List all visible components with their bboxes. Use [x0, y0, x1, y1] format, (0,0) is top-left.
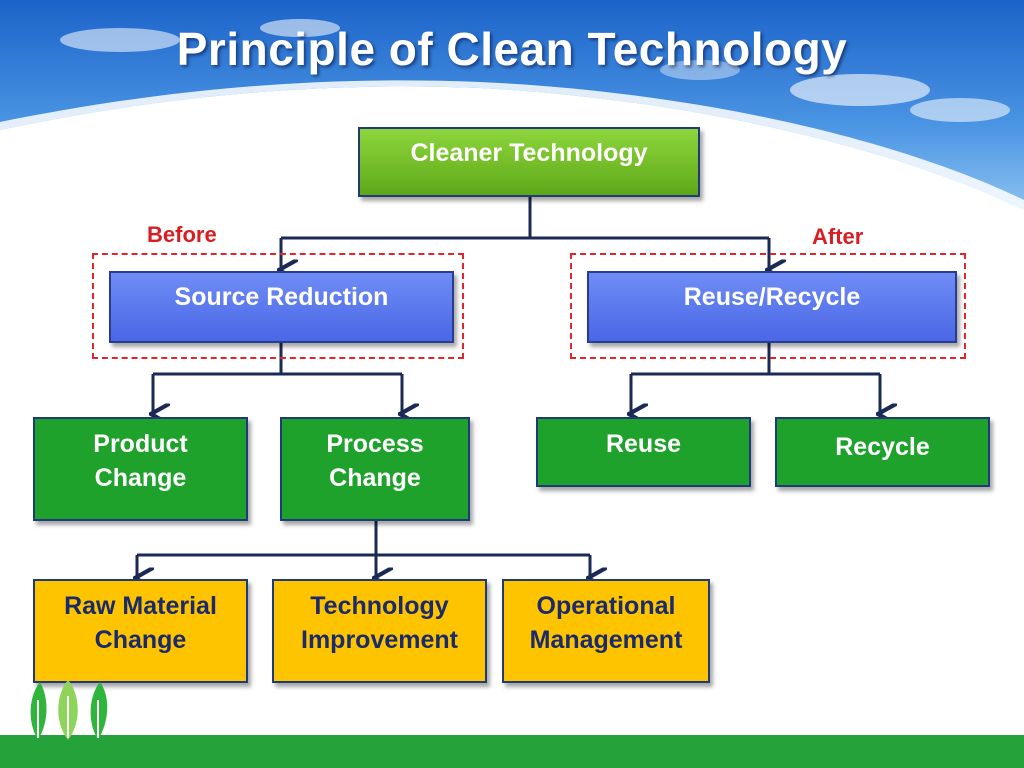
node-source-reduction-label: Source Reduction	[174, 283, 389, 311]
node-operational-management-line-2: Management	[529, 626, 683, 654]
node-process-change-line-1: Process	[326, 430, 424, 458]
node-recycle-label: Recycle	[835, 433, 930, 461]
footer-green-bar	[0, 735, 1024, 768]
node-reuse-recycle: Reuse/Recycle	[587, 271, 957, 343]
sky-header-background	[0, 0, 1024, 210]
node-cleaner-technology: Cleaner Technology	[358, 127, 700, 197]
node-reuse-recycle-label: Reuse/Recycle	[683, 283, 861, 311]
node-operational-management: Operational Management	[502, 579, 710, 683]
node-recycle: Recycle	[775, 417, 990, 487]
node-process-change-line-2: Change	[329, 464, 421, 492]
label-after: After	[812, 224, 864, 249]
node-process-change: Process Change	[280, 417, 470, 521]
node-product-change-line-2: Change	[94, 464, 187, 492]
node-reuse: Reuse	[536, 417, 751, 487]
after-group-outline	[570, 253, 966, 359]
node-technology-improvement-line-2: Improvement	[301, 626, 458, 654]
node-cleaner-technology-label: Cleaner Technology	[410, 139, 648, 167]
node-raw-material-change-line-2: Change	[94, 626, 187, 654]
node-reuse-label: Reuse	[605, 430, 682, 458]
leaf-logo-icon	[30, 680, 108, 740]
label-before: Before	[147, 222, 217, 247]
node-product-change: Product Change	[33, 417, 248, 521]
node-technology-improvement-line-1: Technology	[310, 592, 449, 620]
node-raw-material-change: Raw Material Change	[33, 579, 248, 683]
node-technology-improvement: Technology Improvement	[272, 579, 487, 683]
slide-title: Principle of Clean Technology	[176, 23, 848, 75]
node-product-change-line-1: Product	[93, 430, 188, 458]
node-source-reduction: Source Reduction	[109, 271, 454, 343]
before-group-outline	[92, 253, 464, 359]
node-raw-material-change-line-1: Raw Material	[64, 592, 217, 620]
node-operational-management-line-1: Operational	[536, 592, 676, 620]
